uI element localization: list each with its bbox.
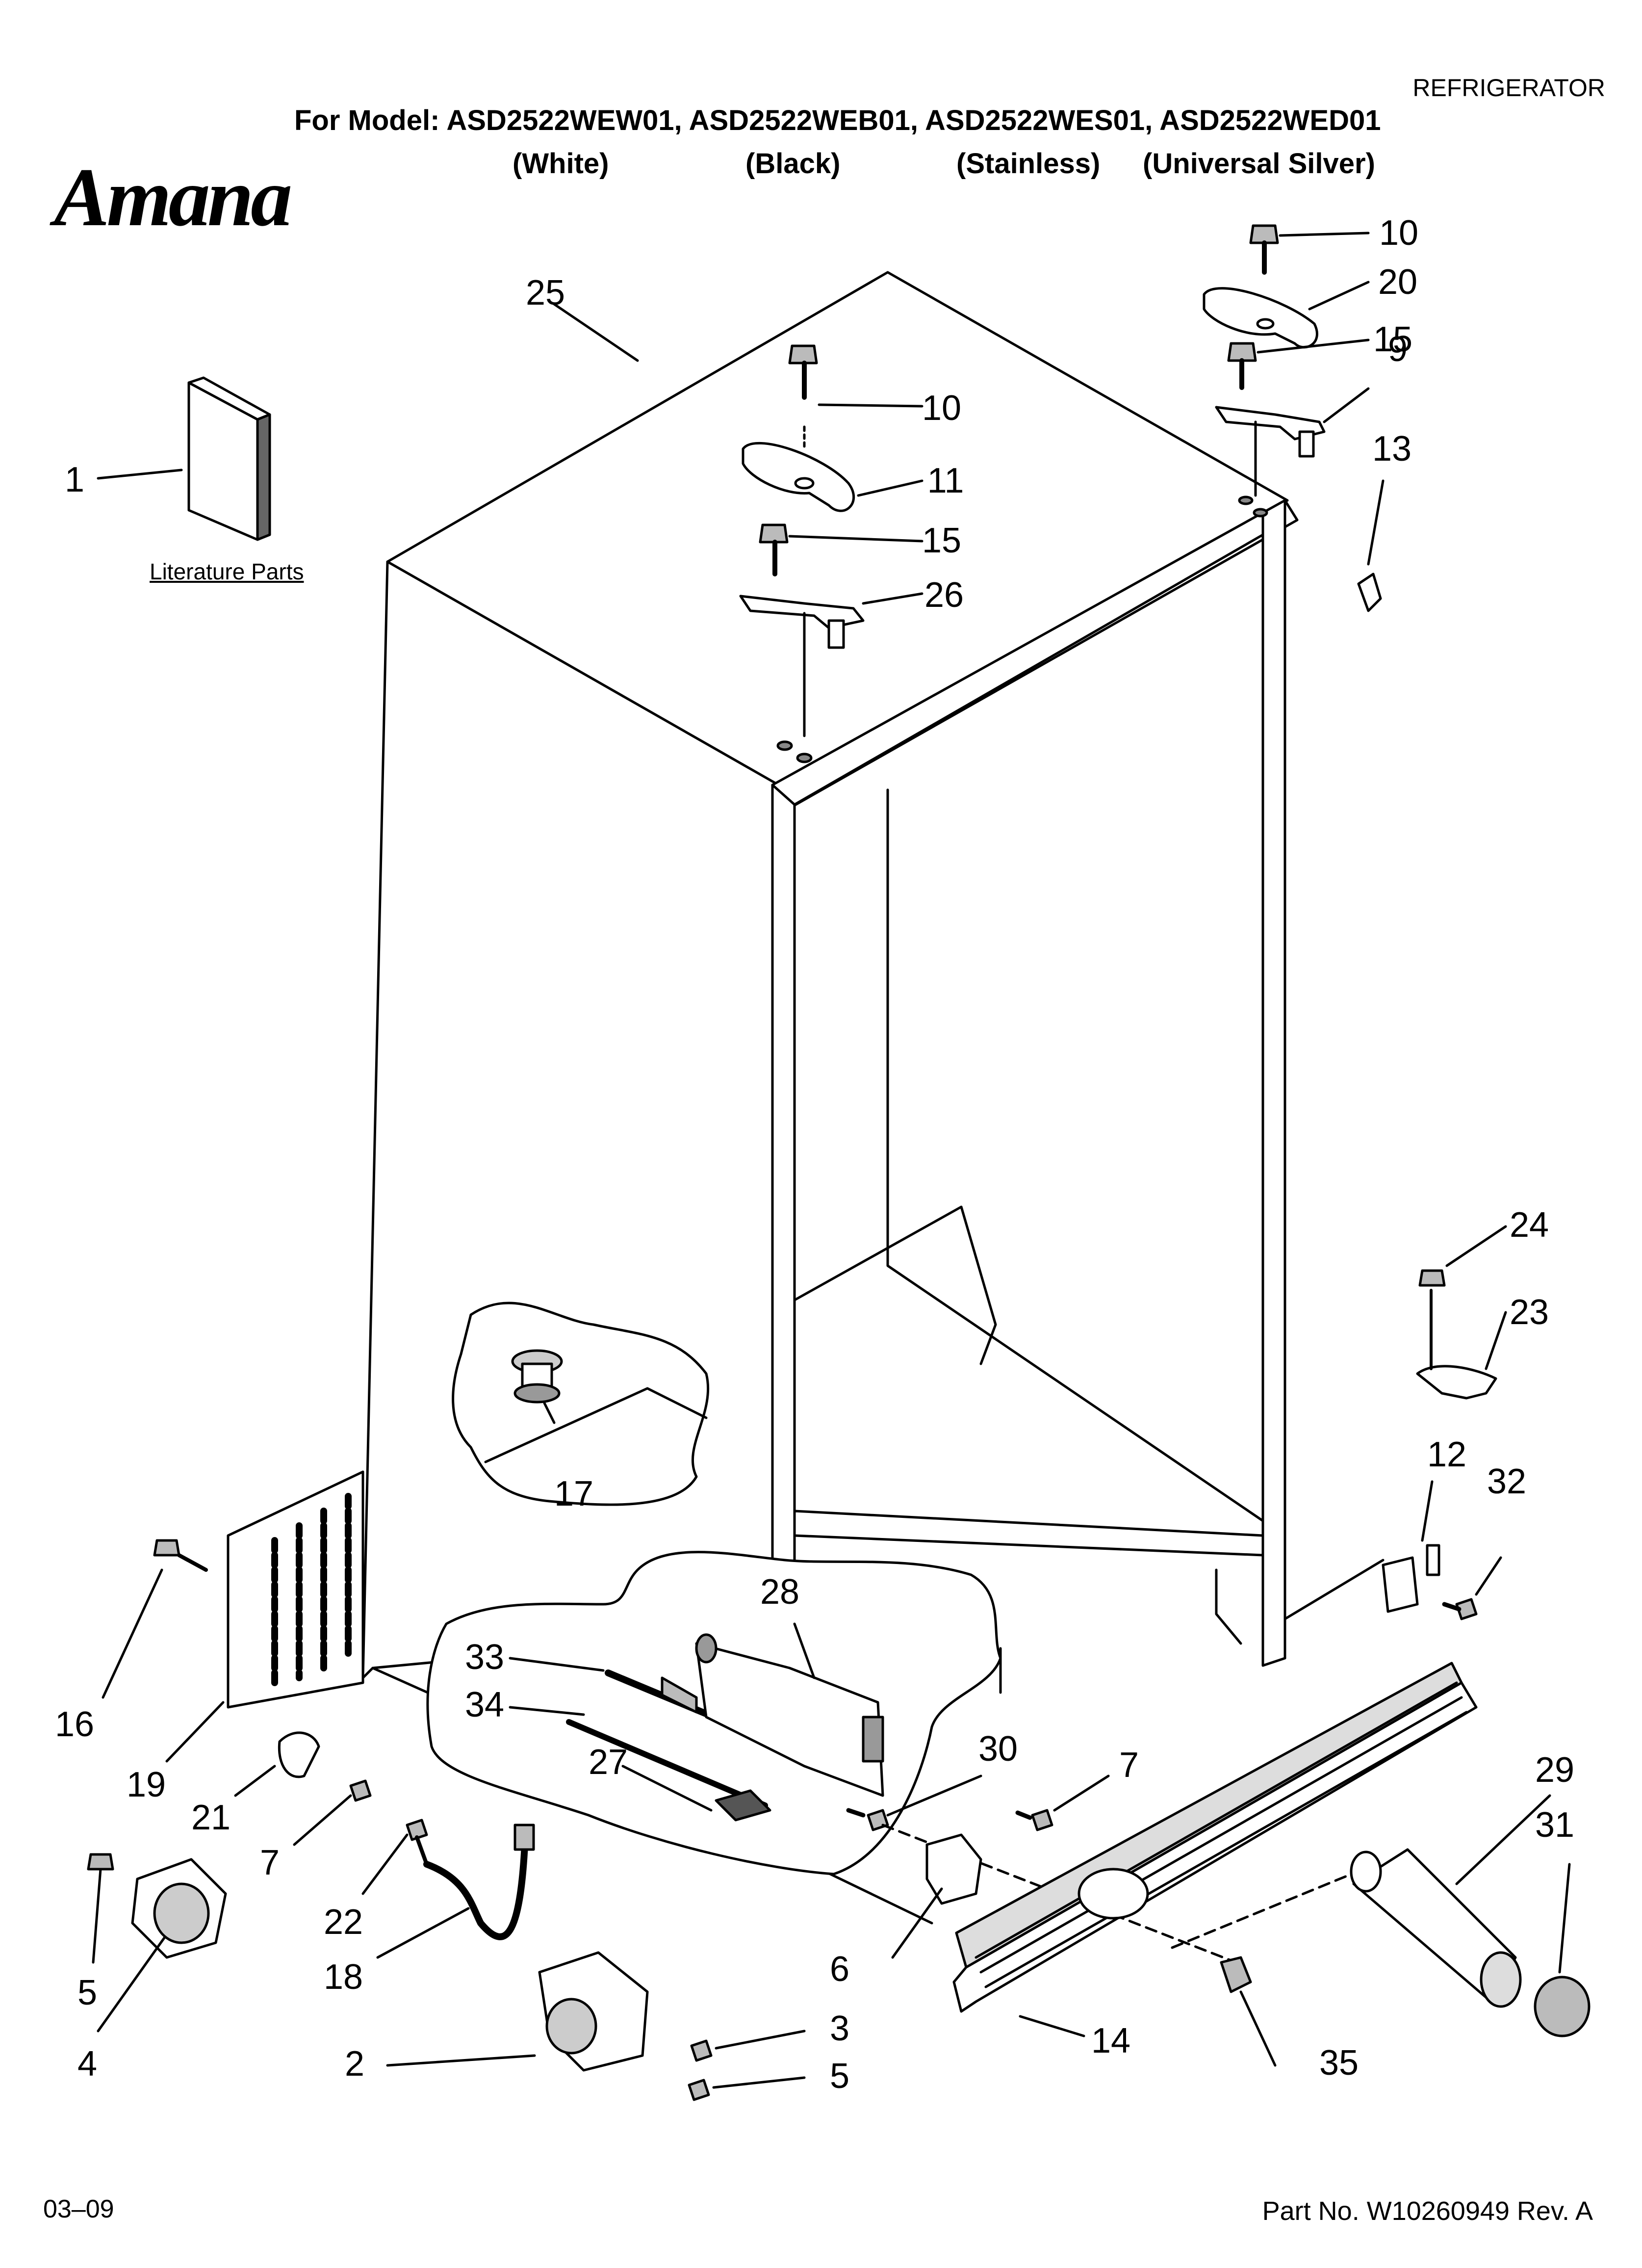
water-inlet-tube — [423, 1824, 535, 1940]
variant-white: (White) — [513, 148, 609, 180]
lower-hinge-roller — [538, 1951, 649, 2072]
filter-housing — [695, 1633, 884, 1797]
amana-logo: Amana — [54, 151, 292, 243]
part-21-clip — [278, 1731, 320, 1778]
callout-7-left: 7 — [259, 1843, 280, 1882]
screw-32 — [1442, 1598, 1478, 1620]
part-6-bracket — [925, 1833, 982, 1905]
callout-24: 24 — [1509, 1205, 1549, 1245]
screw-22 — [406, 1819, 429, 1866]
callout-35: 35 — [1319, 2043, 1359, 2083]
callout-1: 1 — [64, 460, 85, 499]
part-13-plug — [1357, 573, 1382, 612]
callout-5-bottom: 5 — [829, 2057, 850, 2096]
callout-18: 18 — [323, 1957, 363, 1997]
grille-assembly — [952, 1662, 1478, 2013]
callout-6: 6 — [829, 1950, 850, 1989]
callout-26: 26 — [924, 575, 964, 615]
callout-10-center: 10 — [922, 389, 962, 428]
screw-15-center — [759, 523, 789, 576]
screw-10-center — [788, 344, 818, 400]
callout-19: 19 — [126, 1765, 166, 1804]
screw-30 — [846, 1808, 889, 1831]
callout-23: 23 — [1509, 1293, 1549, 1332]
callout-17: 17 — [554, 1474, 594, 1513]
variant-stainless: (Stainless) — [956, 148, 1101, 180]
callout-25: 25 — [525, 273, 565, 313]
callout-32: 32 — [1487, 1462, 1527, 1501]
callout-11: 11 — [927, 461, 964, 500]
model-list: For Model: ASD2522WEW01, ASD2522WEB01, A… — [294, 104, 1381, 136]
callout-16: 16 — [54, 1705, 95, 1744]
callout-9: 9 — [1387, 330, 1408, 369]
top-hinge-right — [1203, 287, 1326, 518]
screw-7-left — [349, 1779, 372, 1802]
screw-24 — [1418, 1269, 1446, 1287]
callout-29: 29 — [1535, 1750, 1575, 1790]
screw-16 — [153, 1539, 208, 1572]
variant-universal-silver: (Universal Silver) — [1143, 148, 1375, 180]
callout-13: 13 — [1372, 429, 1412, 469]
callout-14: 14 — [1091, 2021, 1131, 2060]
callout-12: 12 — [1427, 1435, 1467, 1474]
screw-5-left — [87, 1853, 114, 1871]
callout-15-center: 15 — [922, 521, 962, 560]
callout-20: 20 — [1378, 262, 1418, 302]
revision-date: 03–09 — [43, 2195, 114, 2223]
literature-parts-label: Literature Parts — [150, 559, 304, 584]
callout-5-left: 5 — [77, 1973, 98, 2012]
screw-3 — [690, 2039, 713, 2062]
callout-27: 27 — [588, 1743, 628, 1782]
screw-15-right — [1227, 342, 1257, 390]
drain-cup — [511, 1349, 563, 1404]
screw-5-bottom — [688, 2079, 710, 2101]
callout-30: 30 — [978, 1729, 1018, 1769]
document-category: REFRIGERATOR — [1412, 74, 1605, 102]
callout-31: 31 — [1535, 1805, 1575, 1845]
callout-3: 3 — [829, 2009, 850, 2048]
leader-lines — [92, 232, 1571, 2089]
top-hinge-center — [739, 425, 865, 763]
cutaway-drain-area — [452, 1302, 710, 1506]
callout-34: 34 — [464, 1685, 505, 1724]
part-23-bracket — [1416, 1289, 1497, 1400]
callout-10-right: 10 — [1379, 213, 1419, 253]
guide-line-grille — [1171, 1868, 1365, 1949]
callout-4: 4 — [77, 2044, 98, 2084]
leveling-roller-front — [131, 1858, 227, 1959]
callout-15-right: 15 — [1373, 320, 1413, 359]
water-filter-cartridge — [1350, 1848, 1522, 2008]
variant-black: (Black) — [745, 148, 841, 180]
screw-7-right — [1015, 1809, 1053, 1831]
part-12-bracket — [1382, 1544, 1440, 1613]
rear-panel — [227, 1470, 364, 1709]
callout-28: 28 — [760, 1572, 800, 1612]
filter-cap — [1534, 1976, 1591, 2037]
callout-33: 33 — [464, 1638, 505, 1677]
part-number: Part No. W10260949 Rev. A — [1262, 2196, 1593, 2226]
callout-21: 21 — [191, 1798, 231, 1837]
part-27-clip — [715, 1789, 771, 1822]
literature-booklet — [187, 376, 271, 541]
callout-7-right: 7 — [1119, 1746, 1139, 1785]
screw-10-right — [1249, 224, 1279, 275]
part-35-cap — [1220, 1956, 1252, 1993]
callout-2: 2 — [344, 2044, 365, 2084]
callout-22: 22 — [323, 1903, 363, 1942]
